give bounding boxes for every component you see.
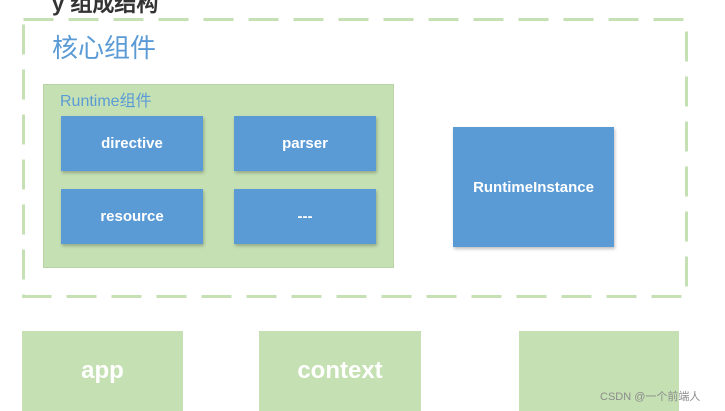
third-bottom-box	[519, 331, 679, 411]
more-box: ---	[234, 189, 376, 244]
csdn-watermark: CSDN @一个前端人	[600, 391, 701, 403]
context-box: context	[259, 331, 421, 411]
context-label: context	[297, 357, 383, 384]
runtime-instance-label: RuntimeInstance	[473, 178, 594, 196]
directive-box: directive	[61, 116, 203, 171]
resource-box: resource	[61, 189, 203, 244]
core-components-title: 核心组件	[52, 33, 157, 63]
runtime-instance-box: RuntimeInstance	[453, 127, 614, 247]
core-components-frame	[22, 18, 688, 298]
app-box: app	[22, 331, 183, 411]
parser-label: parser	[282, 135, 328, 152]
header-title-fragment: y 组成结构	[52, 0, 159, 16]
app-label: app	[81, 357, 124, 384]
resource-label: resource	[100, 208, 164, 225]
more-label: ---	[297, 208, 313, 225]
parser-box: parser	[234, 116, 376, 171]
directive-label: directive	[101, 135, 163, 152]
runtime-components-title: Runtime组件	[60, 93, 152, 110]
